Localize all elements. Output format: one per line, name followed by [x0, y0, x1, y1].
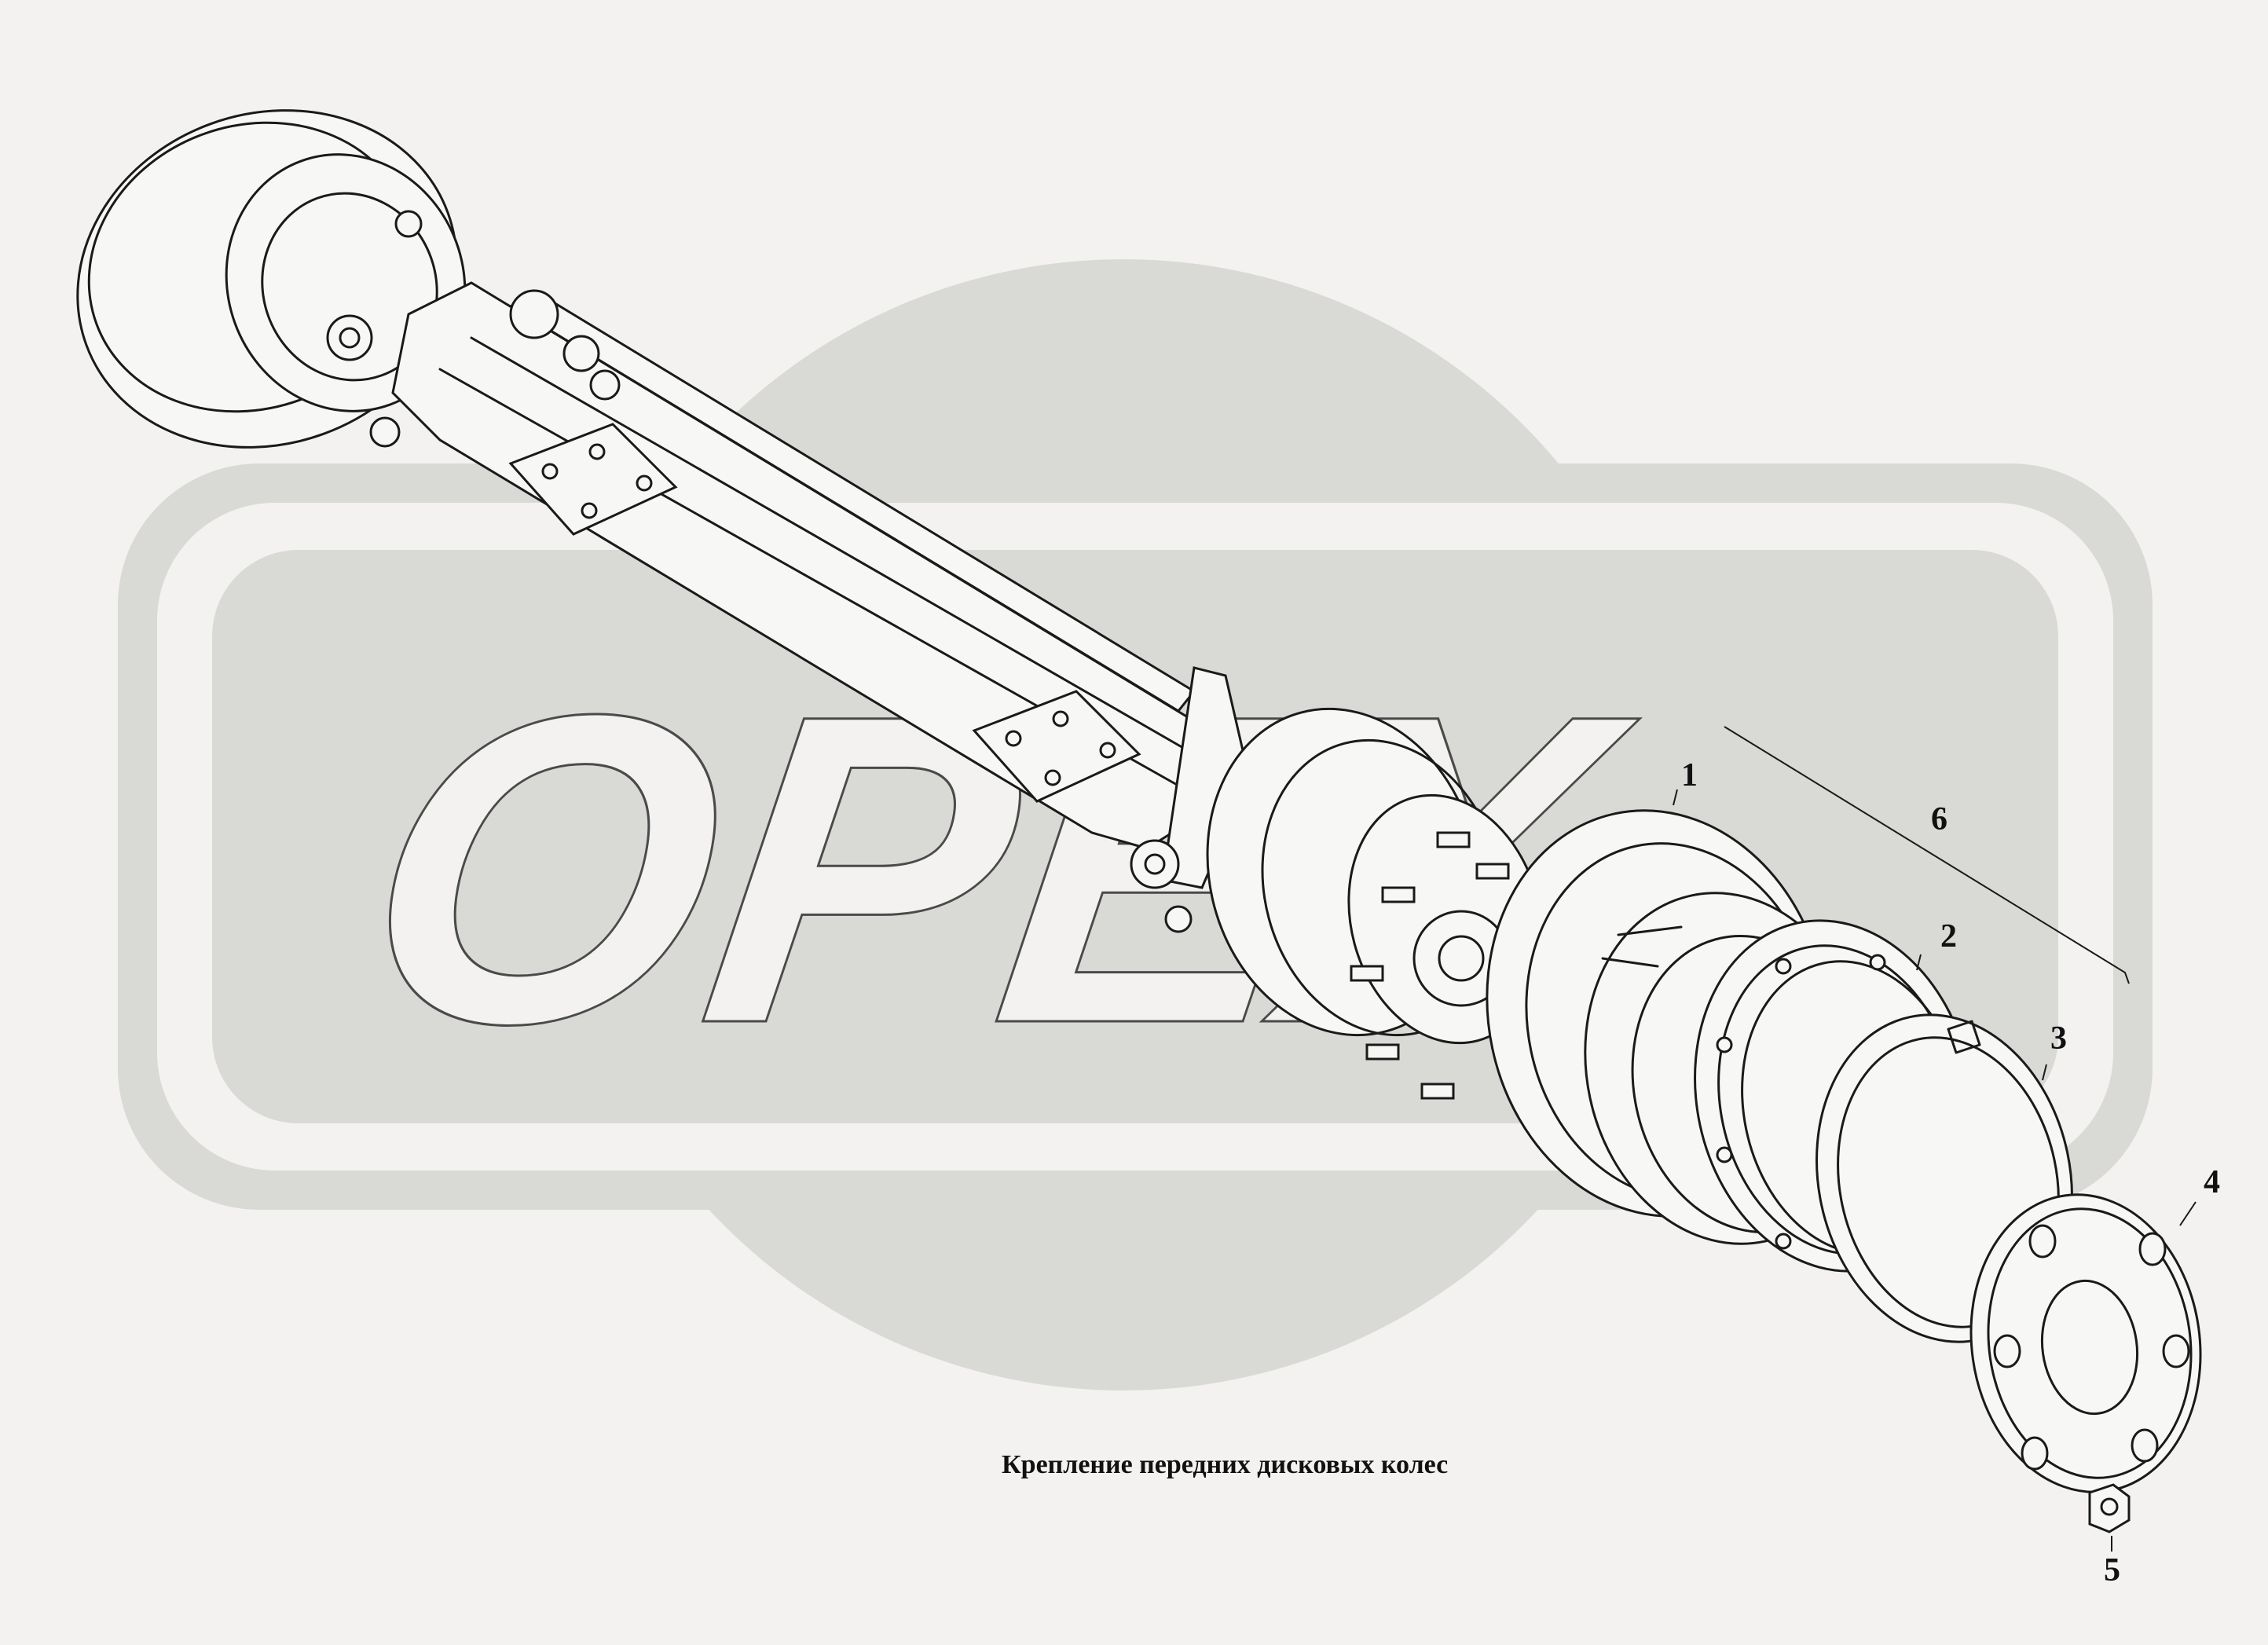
axle-beam: [391, 281, 1211, 850]
near-brake-drum: [1206, 707, 1544, 1100]
callout-3: 3: [2050, 1020, 2067, 1057]
part-4-disc-plate: [1969, 1193, 2202, 1493]
part-5-wheel-nut: [2088, 1483, 2131, 1533]
callout-2: 2: [1940, 918, 1957, 954]
callout-6: 6: [1931, 801, 1947, 837]
front-axle-drawing: [76, 109, 1544, 1100]
callout-5: 5: [2104, 1552, 2120, 1588]
tie-rod: [508, 289, 1196, 713]
callout-1: 1: [1681, 757, 1698, 793]
diagram-caption: Крепление передних дисковых колес: [1002, 1450, 1448, 1479]
leader-lines: [1673, 726, 2197, 1552]
callout-labels: 1 2 3 4 5 6: [1681, 757, 2220, 1588]
callout-4: 4: [2204, 1164, 2220, 1200]
near-steering-knuckle: [1130, 666, 1251, 933]
